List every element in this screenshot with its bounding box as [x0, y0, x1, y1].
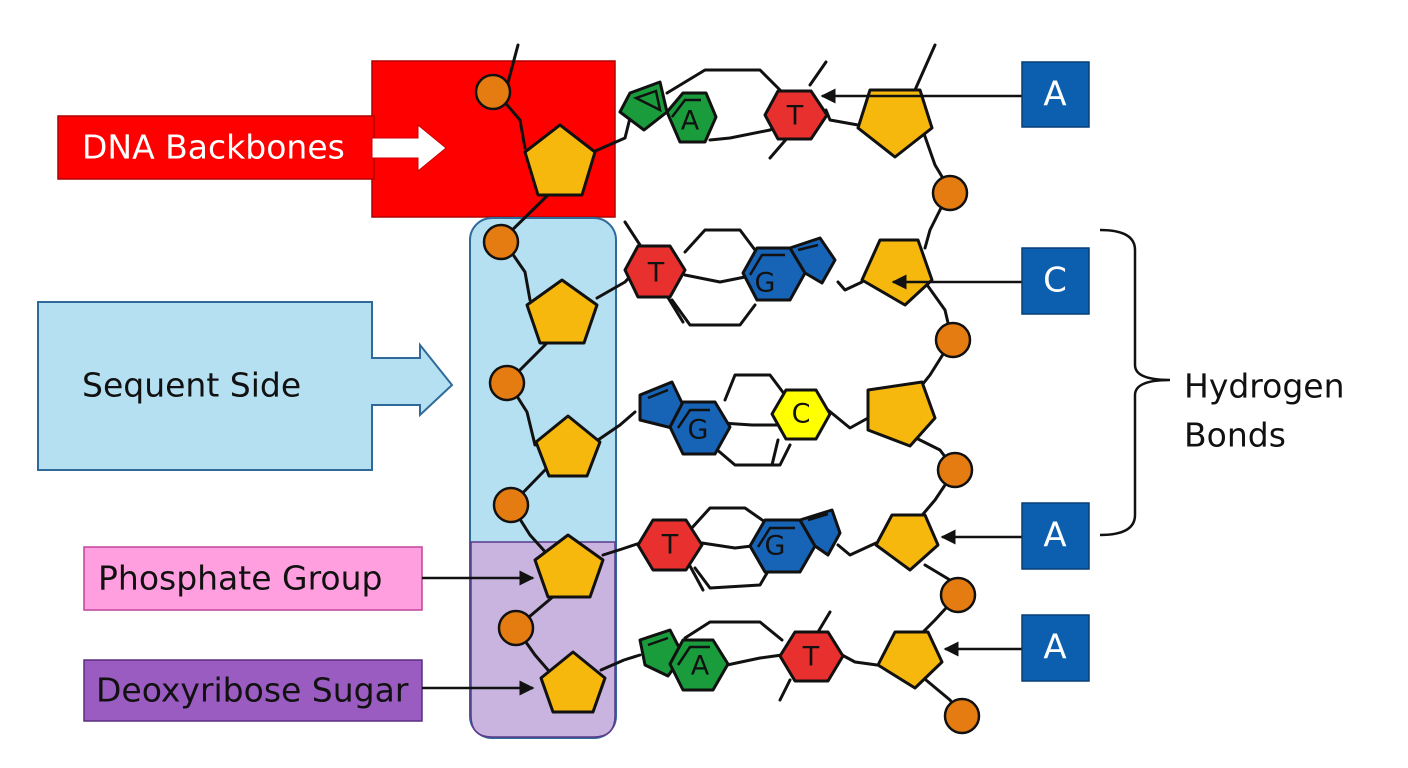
hydrogen-bonds-label-line2: Bonds [1184, 416, 1286, 455]
base-T-2: T [647, 258, 665, 289]
sugar-pentagon [525, 278, 599, 345]
phosphate-group-label: Phosphate Group [98, 559, 382, 598]
sequence-box [1021, 247, 1090, 315]
phosphate-circle [939, 576, 977, 614]
phosphate-circle [936, 451, 974, 489]
base-G-4: G [765, 531, 786, 562]
base-A-5: A [691, 651, 710, 682]
deoxyribose-sugar-label: Deoxyribose Sugar [96, 671, 409, 710]
sequence-box [1021, 502, 1090, 570]
deoxyribose-sugar-label-box [83, 659, 423, 722]
phosphate-group-label-box [83, 546, 423, 611]
bracket-icon [1099, 228, 1171, 537]
right-arrow-icon [371, 123, 447, 173]
base-G-3: G [688, 415, 709, 446]
sugar-pentagon [874, 513, 940, 572]
base-pair-3: G C [638, 373, 832, 467]
adenine-pentagon [618, 80, 669, 132]
left-sugars [523, 123, 607, 714]
phosphates [474, 73, 981, 735]
base-G-2: G [755, 268, 776, 299]
base-pair-2: T G [623, 220, 837, 327]
thymine-hexagon [778, 630, 845, 683]
sequent-side-label: Sequent Side [82, 366, 301, 405]
phosphate-circle [943, 697, 981, 735]
base-T-4: T [661, 530, 679, 561]
base-pair-4: T G [636, 506, 842, 592]
sugar-pentagon [539, 650, 607, 714]
base-pair-1: A T [618, 60, 829, 160]
sequence-box-letter: A [1043, 628, 1066, 668]
guanine-hexagon [668, 400, 732, 456]
thymine-hexagon [623, 244, 687, 299]
phosphate-circle [474, 73, 512, 111]
sequent-side-callout [37, 301, 454, 471]
base-C-3: C [792, 399, 811, 430]
dna-backbones-label: DNA Backbones [82, 128, 345, 167]
sequence-box-letter: A [1043, 75, 1066, 115]
sugar-pentagon [534, 414, 602, 478]
sugar-pentagon [533, 533, 605, 599]
phosphate-circle [934, 321, 972, 359]
adenine-hexagon [665, 91, 718, 144]
cytosine-hexagon [770, 388, 832, 441]
thymine-hexagon [763, 89, 829, 141]
base-T-1: T [786, 101, 804, 132]
base-T-5: T [802, 642, 820, 673]
guanine-pentagon [798, 508, 842, 557]
dna-backbones-label-box [57, 115, 375, 180]
thymine-hexagon [636, 518, 704, 572]
sugar-pentagon [860, 238, 934, 307]
base-pair-5: A T [638, 610, 845, 702]
phosphate-circle [931, 174, 969, 212]
sequence-box-letter: A [1043, 516, 1066, 556]
hydrogen-bonds-label-line1: Hydrogen [1184, 367, 1345, 406]
phosphate-circle [488, 364, 526, 402]
phosphate-circle [492, 486, 530, 524]
sequence-box [1021, 61, 1090, 128]
sugar-pentagon [856, 88, 934, 159]
phosphate-circle [482, 223, 520, 261]
sequence-box-letter: C [1043, 261, 1067, 301]
sequence-box [1021, 614, 1090, 682]
sugar-pentagon [876, 630, 944, 690]
phosphate-circle [497, 609, 535, 647]
sugar-pentagon [866, 380, 937, 448]
base-A-1: A [681, 106, 700, 137]
sugar-pentagon [523, 123, 597, 197]
right-sugars [856, 88, 944, 690]
adenine-hexagon [668, 638, 730, 692]
